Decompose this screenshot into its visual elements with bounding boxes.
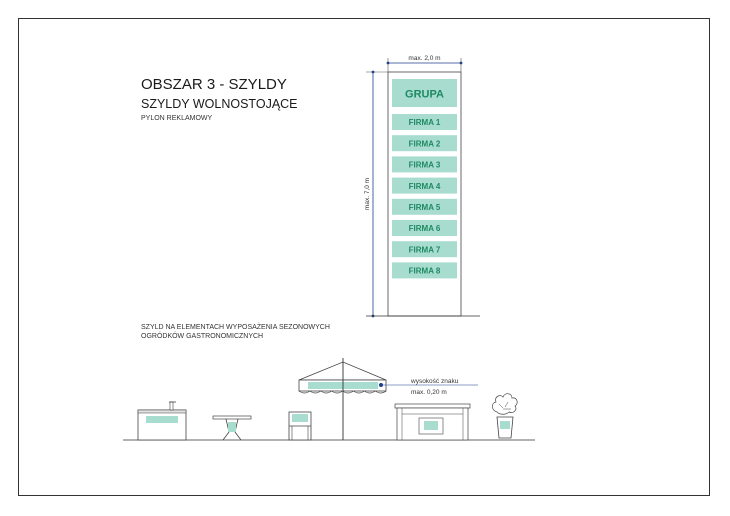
company-label: FIRMA 3 (409, 161, 441, 170)
garden-section-label: SZYLD NA ELEMENTACH WYPOSAŻENIA SEZONOWY… (141, 323, 330, 341)
company-panel (392, 135, 457, 152)
company-label: FIRMA 6 (409, 224, 441, 233)
pylon: max. 2,0 m max. 7,0 m GRUPA FIRMA 1FIRMA… (364, 55, 480, 318)
page-subtitle: SZYLDY WOLNOSTOJĄCE (141, 97, 298, 111)
garden-section-line1: SZYLD NA ELEMENTACH WYPOSAŻENIA SEZONOWY… (141, 324, 330, 331)
company-label: FIRMA 1 (409, 118, 441, 127)
drawing-frame (18, 18, 710, 496)
pot-sign (500, 421, 510, 429)
company-panel (392, 156, 457, 173)
sign-height-marker (379, 383, 383, 387)
group-label: GRUPA (405, 89, 444, 101)
sign-height-label-line1: wysokość znaku (410, 378, 459, 385)
width-dimension-node (386, 61, 390, 65)
company-panel (392, 198, 457, 215)
garden-umbrella: wysokość znaku max. 0,20 m (298, 358, 478, 440)
company-panels: FIRMA 1 FIRMA 2 FIRMA 3 FIRMA 4 FIRMA 5 FIRMA… (392, 114, 457, 279)
garden-elements: wysokość znaku max. 0,20 m (123, 358, 535, 441)
plant-pot (492, 393, 518, 439)
width-dimension-label: max. 2,0 m (408, 55, 440, 62)
group-panel (392, 79, 457, 107)
company-panel (392, 177, 457, 194)
counter-sign (146, 416, 178, 423)
company-panel (392, 241, 457, 258)
pylon-section-label: PYLON REKLAMOWY (141, 115, 213, 122)
height-dimension-label: max. 7,0 m (364, 178, 371, 210)
page-title: OBSZAR 3 - SZYLDY (141, 76, 287, 93)
company-label: FIRMA 5 (409, 203, 441, 212)
garden-table (212, 415, 252, 441)
garden-section-line2: OGRÓDKÓW GASTRONOMICZNYCH (141, 333, 264, 340)
table-sign (228, 422, 236, 432)
pylon-body (387, 71, 462, 317)
company-label: FIRMA 7 (409, 245, 441, 254)
pavilion-sign (424, 421, 438, 430)
garden-pavilion (394, 403, 471, 441)
sign-height-label-line2: max. 0,20 m (411, 389, 447, 396)
company-panel (392, 114, 457, 130)
company-panel (392, 262, 457, 279)
garden-chair (288, 411, 312, 441)
company-label: FIRMA 4 (409, 182, 441, 191)
company-panel (392, 220, 457, 236)
company-label: FIRMA 2 (409, 139, 441, 148)
chair-sign (292, 414, 308, 422)
bar-counter (137, 401, 187, 441)
width-dimension-node (459, 61, 463, 65)
height-dimension-node (371, 70, 375, 74)
company-label: FIRMA 8 (409, 267, 441, 276)
